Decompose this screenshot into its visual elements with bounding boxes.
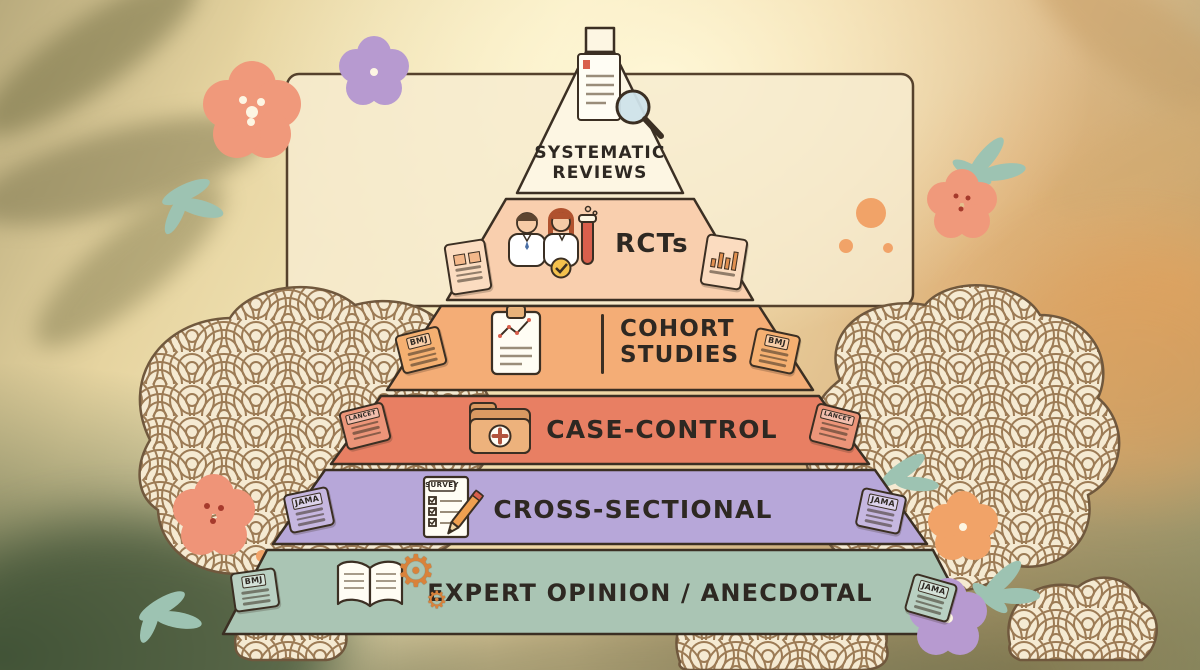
level-systematic-apex-tab	[584, 26, 616, 54]
open-book-icon	[336, 560, 404, 608]
clipboard-chart-icon	[490, 305, 542, 376]
flower-purple-top-left	[339, 36, 409, 105]
wave-cloud-bottom-right	[1007, 576, 1158, 662]
doctors-testtube-icon	[508, 205, 598, 279]
survey-pencil-icon	[422, 475, 485, 539]
leaf-sprigs	[139, 137, 1040, 643]
flower-coral-right	[927, 169, 997, 238]
flower-coral-top-left	[203, 61, 301, 158]
level-label-rcts: RCTs	[615, 229, 689, 259]
flower-coral-bottom-left	[173, 474, 255, 555]
level-label-case-control: CASE-CONTROL	[546, 415, 778, 444]
level-label-expert-opinion: EXPERT OPINION / ANECDOTAL	[427, 579, 873, 607]
gear-icon: ⚙	[396, 546, 436, 597]
document-magnifier-icon	[577, 53, 664, 139]
level-label-cohort-studies: COHORT STUDIES	[620, 316, 740, 368]
pyramid-layers	[221, 26, 979, 636]
level-cohort-shape	[385, 304, 815, 392]
flower-orange-bottom-right	[928, 491, 998, 560]
gear-small-icon: ⚙	[426, 586, 448, 614]
cohort-divider-line	[601, 314, 604, 374]
mini-bar-chart	[710, 247, 739, 272]
bar-chart-doc-icon	[699, 233, 749, 291]
doc-thumbnails	[452, 251, 481, 267]
level-systematic-shape	[515, 50, 685, 195]
level-label-cross-sectional: CROSS-SECTIONAL	[493, 495, 773, 524]
folder-medical-icon	[469, 402, 531, 454]
journal-badge-bmj-expert-left: BMJ	[229, 566, 281, 614]
survey-icon-label: SURVEY	[425, 481, 459, 489]
level-label-systematic-reviews: SYSTEMATIC REVIEWS	[534, 143, 666, 184]
article-doc-icon	[443, 238, 493, 296]
